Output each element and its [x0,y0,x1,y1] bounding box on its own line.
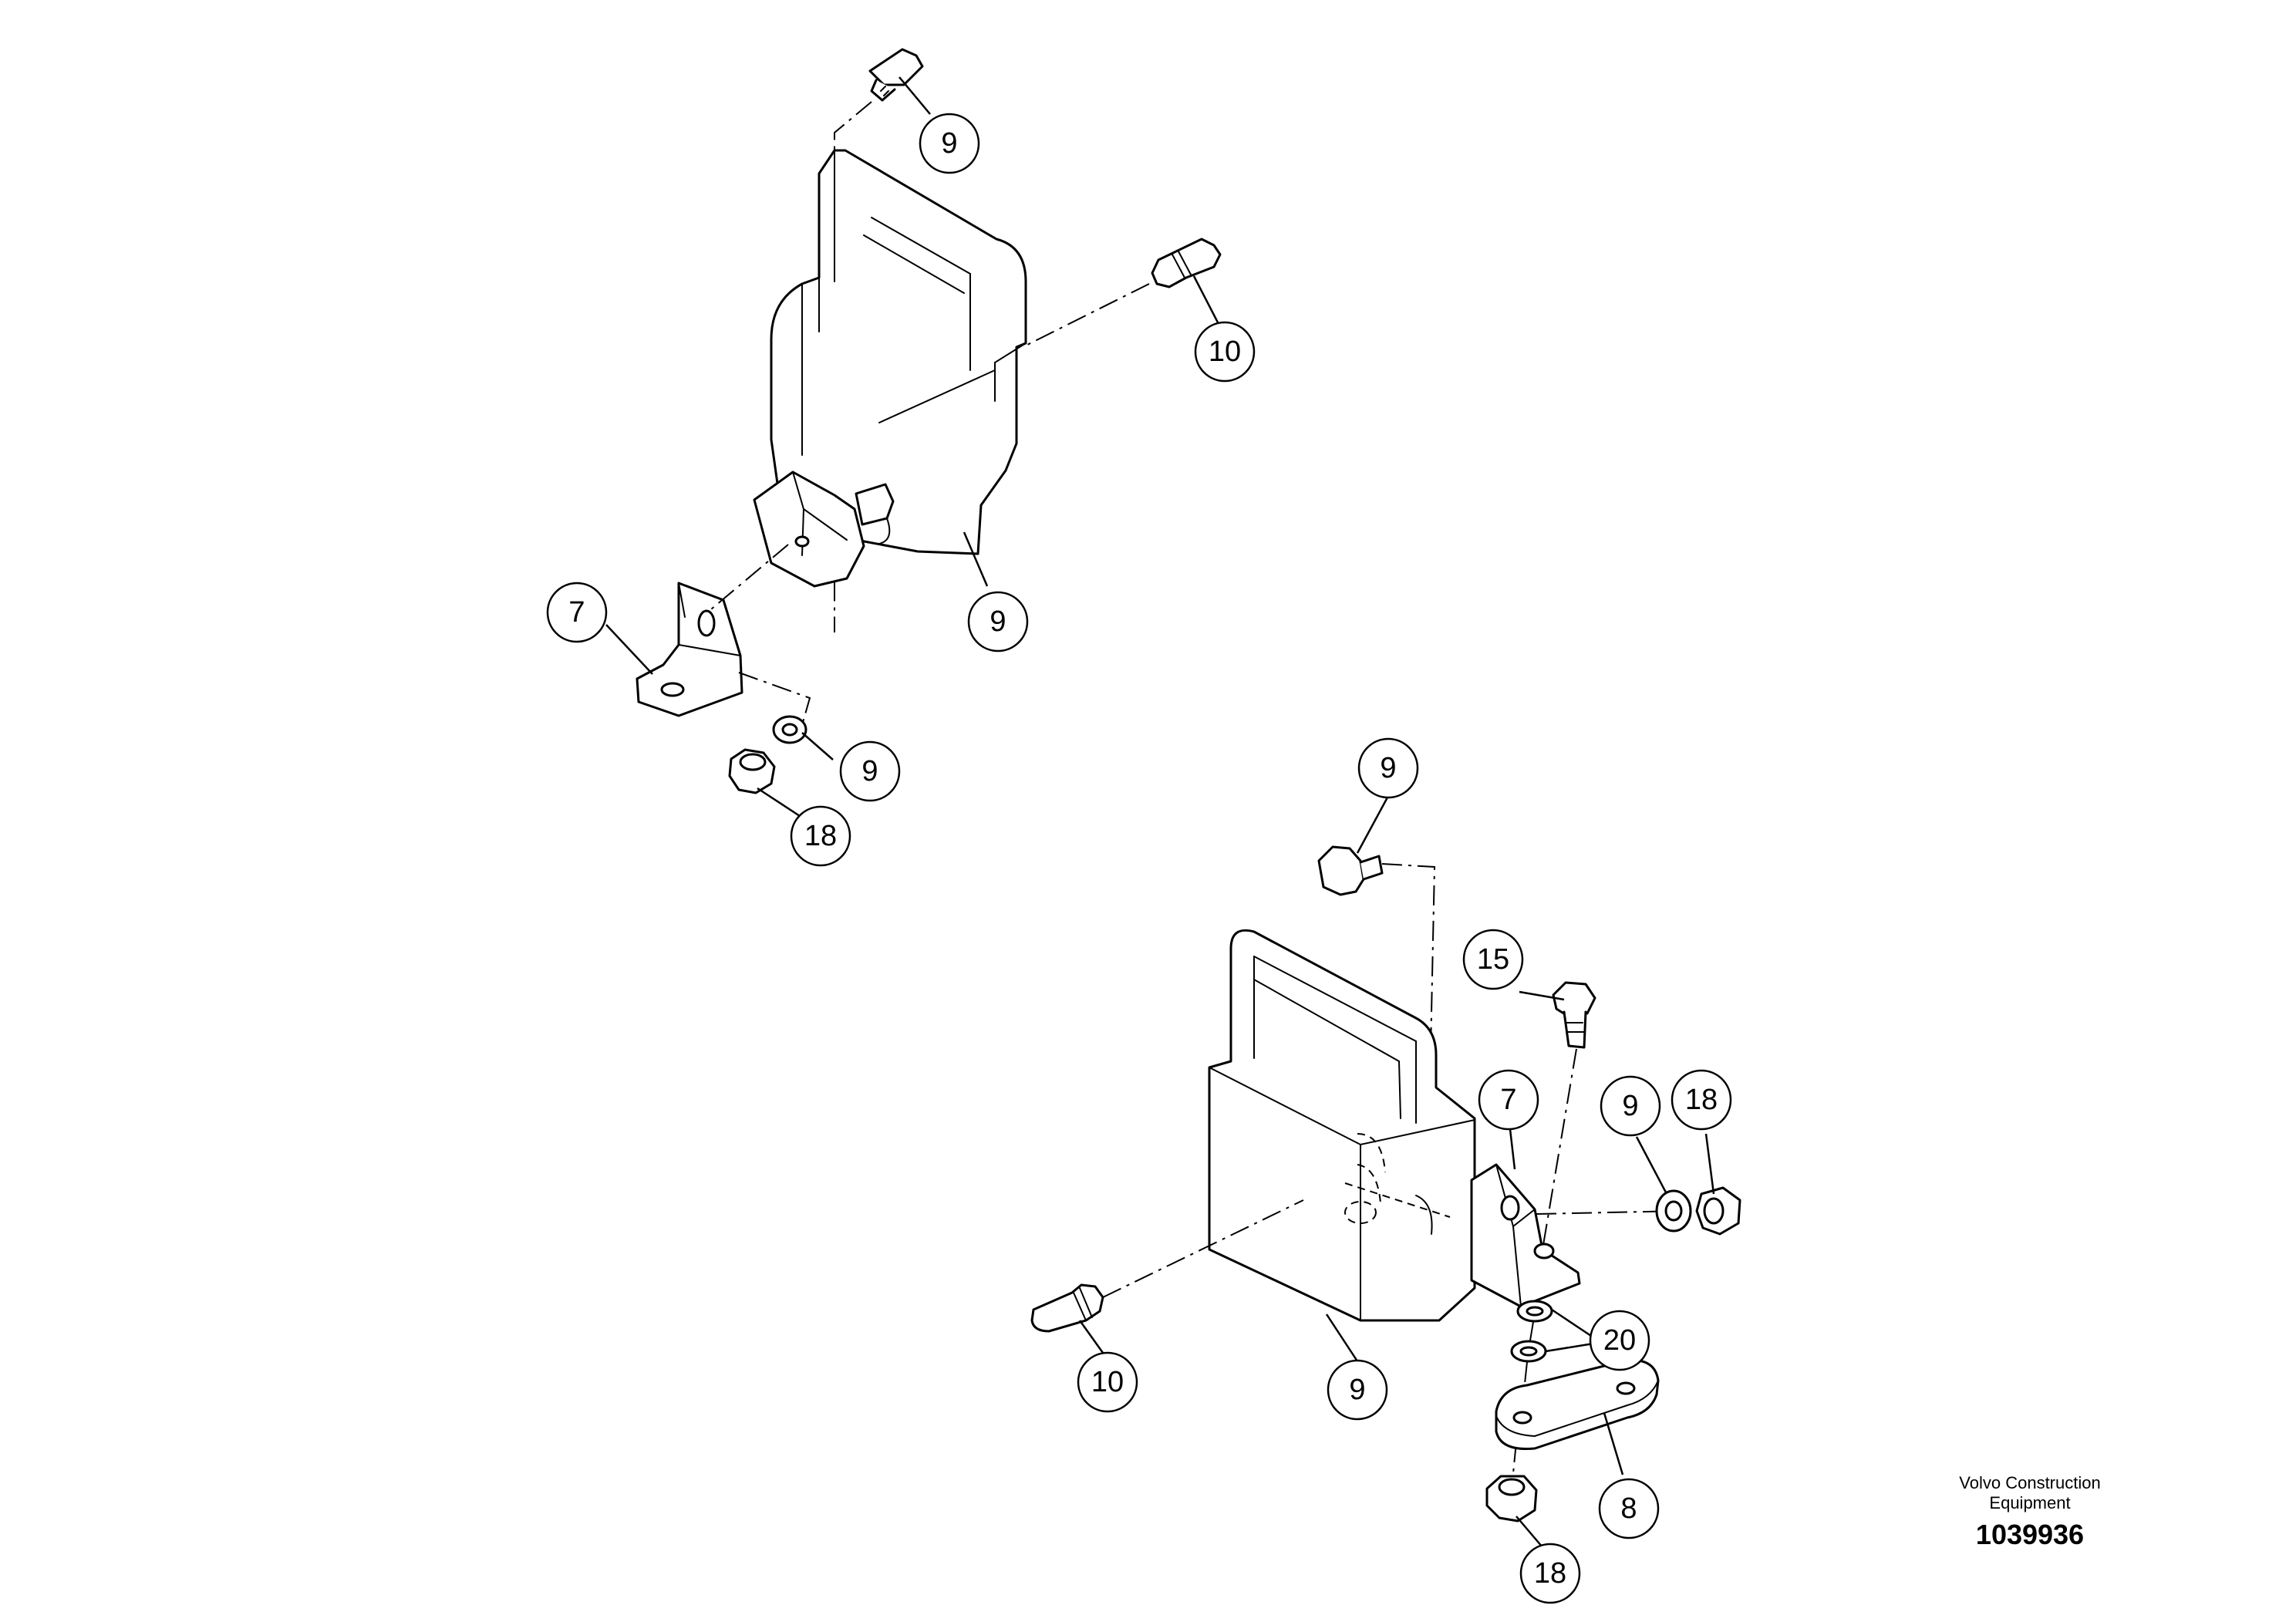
lower-bottom-nut [1485,1475,1538,1523]
callout-10-lower-pin: 10 [1077,1351,1138,1413]
lower-right-nut [1695,1186,1741,1236]
svg-text:18: 18 [804,820,837,852]
brand-line-1: Volvo Construction [1959,1473,2100,1492]
svg-text:10: 10 [1091,1366,1124,1398]
lower-switch-housing [1208,929,1476,1322]
callout-8-lower-plate: 8 [1598,1478,1660,1539]
callout-18-lower-right-nut: 18 [1671,1069,1732,1131]
callout-9-upper-bolt: 9 [919,113,980,174]
lower-long-bolt [1552,981,1596,1049]
callout-15-lower-long-bolt: 15 [1462,929,1524,990]
callout-18-lower-bottom-nut: 18 [1519,1543,1581,1604]
brand-line-2: Equipment [1989,1493,2070,1512]
upper-switch-housing [753,149,1027,588]
svg-text:9: 9 [1380,752,1396,784]
callout-9-lower-housing: 9 [1327,1359,1388,1421]
svg-text:9: 9 [941,127,957,160]
upper-pin-axis [1025,283,1150,346]
callout-9-upper-housing: 9 [967,591,1029,653]
lower-plate [1495,1359,1660,1451]
upper-pin [1151,238,1222,288]
upper-assembly [636,48,1222,794]
upper-bracket-axis-b [738,672,811,726]
drawing-number: 1039936 [1976,1519,2084,1550]
svg-text:9: 9 [861,755,878,787]
brand-block: Volvo Construction Equipment 1039936 [1959,1473,2100,1550]
callout-9-upper-washer: 9 [839,740,901,802]
svg-text:10: 10 [1209,336,1241,368]
svg-text:15: 15 [1477,943,1509,976]
callout-18-upper-nut: 18 [790,805,851,867]
upper-angle-bracket [636,582,743,717]
svg-text:9: 9 [1622,1090,1638,1122]
svg-text:8: 8 [1620,1492,1637,1525]
upper-bracket-axis-a [710,544,789,610]
leader-lines [605,76,1715,1548]
callout-7-lower-bracket: 7 [1478,1069,1539,1131]
svg-text:9: 9 [1349,1374,1365,1406]
lower-right-washer [1655,1189,1692,1233]
lower-pin-axis [1102,1199,1304,1298]
svg-text:7: 7 [1500,1084,1516,1116]
callout-20-lower-washers: 20 [1589,1310,1650,1371]
callout-7-upper-bracket: 7 [546,582,608,643]
svg-text:7: 7 [568,596,585,629]
callout-9-lower-washer: 9 [1600,1075,1661,1137]
lower-washers [1510,1300,1553,1363]
lower-assembly [1030,845,1741,1523]
svg-text:18: 18 [1685,1084,1718,1116]
upper-nut [728,748,776,794]
callout-9-lower-bolt: 9 [1357,737,1419,799]
svg-text:18: 18 [1534,1557,1566,1590]
lower-pin [1030,1283,1104,1333]
svg-text:9: 9 [990,605,1006,638]
callout-10-upper-pin: 10 [1194,321,1256,383]
lower-bolt [1317,845,1384,896]
lower-angle-bracket [1470,1163,1581,1308]
svg-text:20: 20 [1603,1324,1636,1357]
upper-bolt [868,48,924,102]
upper-washer [772,715,807,744]
lower-long-bolt-axis [1542,1048,1577,1250]
